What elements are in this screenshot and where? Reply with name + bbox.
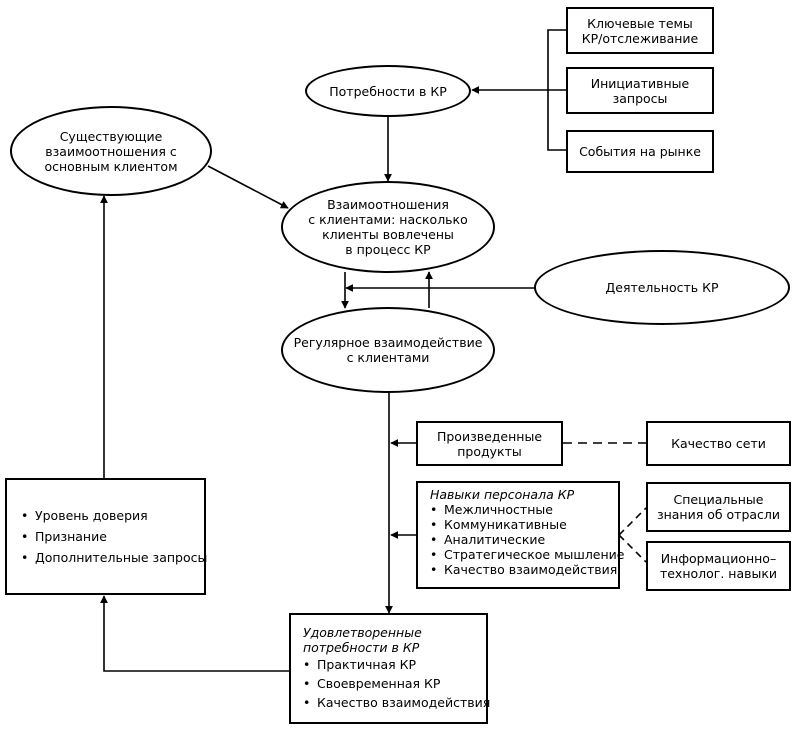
market-events-label: События на рынке xyxy=(579,144,701,159)
network-label: Качество сети xyxy=(671,436,766,451)
relations-line-3: клиенты вовлечены xyxy=(322,227,454,242)
it-skills-box: Информационно– технолог. навыки xyxy=(646,541,791,591)
satisfied-item: Практичная КР xyxy=(303,655,490,674)
satisfied-title-2: потребности в КР xyxy=(303,640,420,655)
relations-oval: Взаимоотношения с клиентами: насколько к… xyxy=(281,181,495,273)
network-quality-box: Качество сети xyxy=(646,421,791,466)
products-line-2: продукты xyxy=(457,443,522,459)
it-line-1: Информационно– xyxy=(660,551,777,566)
arrow-satisfied-to-trust xyxy=(100,595,290,672)
relations-line-4: в процесс КР xyxy=(345,242,431,257)
skills-list: Межличностные Коммуникативные Аналитичес… xyxy=(430,502,624,577)
skills-item: Качество взаимодействия xyxy=(430,562,624,577)
existing-relations-oval: Существующие взаимоотношения с основным … xyxy=(10,106,212,196)
skills-item: Межличностные xyxy=(430,502,624,517)
satisfied-item: Своевременная КР xyxy=(303,674,490,693)
regular-line-1: Регулярное взаимодействие xyxy=(293,335,483,350)
needs-oval: Потребности в КР xyxy=(305,65,471,117)
relations-line-2: с клиентами: насколько xyxy=(308,212,468,227)
skills-title: Навыки персонала КР xyxy=(430,487,575,502)
key-topics-line-1: Ключевые темы xyxy=(587,15,693,31)
industry-knowledge-box: Специальные знания об отрасли xyxy=(646,482,791,532)
trust-item: Признание xyxy=(21,526,207,547)
satisfied-list: Практичная КР Своевременная КР Качество … xyxy=(303,655,490,712)
existing-line-2: взаимоотношения с xyxy=(45,143,177,159)
products-line-1: Произведенные xyxy=(436,428,543,444)
skills-item: Стратегическое мышление xyxy=(430,547,624,562)
skills-item: Аналитические xyxy=(430,532,624,547)
regular-interaction-oval: Регулярное взаимодействие с клиентами xyxy=(281,307,495,393)
needs-label: Потребности в КР xyxy=(329,83,447,99)
activity-oval: Деятельность КР xyxy=(534,250,790,325)
trust-list: Уровень доверия Признание Дополнительные… xyxy=(21,505,207,568)
arrow-existing-to-relations xyxy=(207,165,289,209)
existing-line-1: Существующие xyxy=(59,128,163,144)
satisfied-item: Качество взаимодействия xyxy=(303,693,490,712)
industry-line-1: Специальные xyxy=(673,492,764,507)
trust-box: Уровень доверия Признание Дополнительные… xyxy=(5,478,207,595)
it-line-2: технолог. навыки xyxy=(659,566,778,581)
initiative-line-2: запросы xyxy=(612,90,668,106)
relations-line-1: Взаимоотношения xyxy=(327,197,449,212)
regular-line-2: с клиентами xyxy=(346,350,430,365)
skills-item: Коммуникативные xyxy=(430,517,624,532)
trust-item: Уровень доверия xyxy=(21,505,207,526)
satisfied-title-1: Удовлетворенные xyxy=(303,625,422,640)
initiative-box: Инициативные запросы xyxy=(566,67,714,114)
initiative-line-1: Инициативные xyxy=(590,75,690,91)
staff-skills-box: Навыки персонала КР Межличностные Коммун… xyxy=(416,481,624,589)
trust-item: Дополнительные запросы xyxy=(21,547,207,568)
key-topics-box: Ключевые темы КР/отслеживание xyxy=(566,7,714,54)
key-topics-line-2: КР/отслеживание xyxy=(581,30,699,46)
satisfied-needs-box: Удовлетворенные потребности в КР Практич… xyxy=(289,613,490,724)
market-events-box: События на рынке xyxy=(566,130,714,173)
existing-line-3: основным клиентом xyxy=(44,158,178,174)
activity-label: Деятельность КР xyxy=(605,280,719,295)
industry-line-2: знания об отрасли xyxy=(656,507,781,522)
products-box: Произведенные продукты xyxy=(416,421,563,466)
